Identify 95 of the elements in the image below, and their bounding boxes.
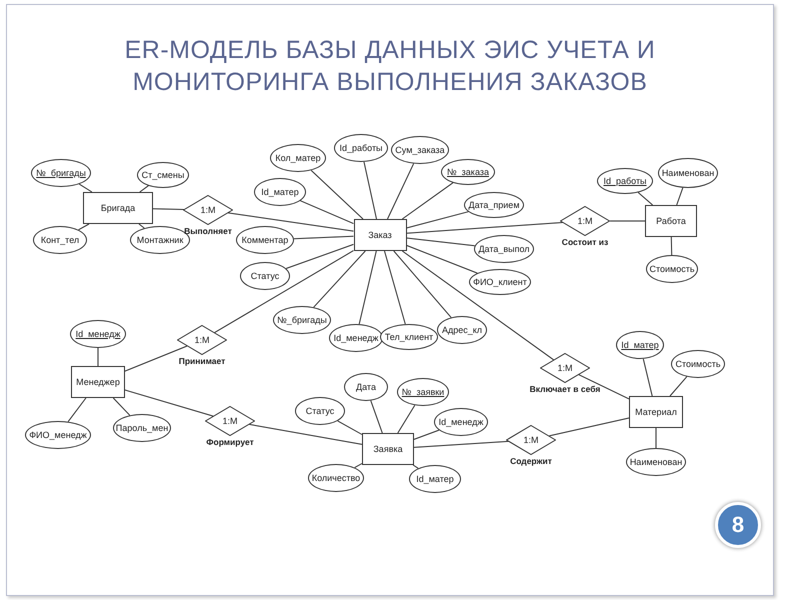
connector-line (670, 236, 672, 256)
connector-line (670, 376, 688, 396)
attribute-ellipse: Дата_прием (464, 192, 524, 218)
connector-line (402, 250, 554, 360)
connector-line (676, 187, 684, 206)
connector-line (214, 250, 354, 334)
connector-line (548, 418, 630, 436)
connector-line (78, 184, 92, 192)
attribute-ellipse: Ст_смены (137, 162, 189, 188)
connector-line (138, 224, 145, 229)
connector-line (384, 250, 406, 325)
cardinality-text: 1:M (523, 435, 538, 445)
attribute-ellipse: ФИО_менедж (25, 421, 91, 449)
attribute-ellipse: №_бригады (31, 159, 91, 187)
connector-line (286, 244, 354, 269)
connector-line (124, 390, 214, 417)
connector-line (387, 163, 414, 220)
cardinality-text: 1:M (222, 416, 238, 426)
connector-line (578, 374, 630, 400)
attribute-ellipse: ФИО_клиент (469, 269, 531, 295)
attribute-ellipse: Id_матер (616, 331, 664, 359)
connector-line (300, 200, 354, 224)
connector-line (402, 182, 454, 220)
connector-line (406, 222, 564, 234)
entity-box: Заказ (354, 219, 406, 251)
attribute-ellipse: Стоимость (671, 350, 725, 378)
relationship-name: Содержит (510, 456, 552, 466)
connector-line (228, 212, 354, 232)
attribute-ellipse: Id_матер (254, 178, 306, 206)
relationship-name: Выполняет (184, 226, 232, 236)
connector-line (638, 192, 654, 206)
attribute-ellipse: Количество (308, 464, 364, 492)
attribute-ellipse: Id_менедж (70, 320, 126, 348)
connector-line (414, 430, 440, 440)
connector-line (642, 358, 653, 396)
connector-line (406, 244, 478, 274)
attribute-ellipse: Адрес_кл (437, 316, 487, 344)
attribute-ellipse: Дата (344, 373, 388, 401)
connector-line (310, 170, 364, 220)
connector-line (412, 464, 419, 469)
connector-line (358, 250, 377, 325)
attribute-ellipse: Id_работы (597, 168, 653, 194)
entity-box: Материал (629, 396, 683, 428)
attribute-ellipse: Статус (295, 397, 345, 425)
connector-line (414, 440, 509, 448)
connector-line (370, 400, 383, 434)
attribute-ellipse: Наименован (658, 158, 718, 188)
slide-title: ER-МОДЕЛЬ БАЗЫ ДАННЫХ ЭИС УЧЕТА И МОНИТОРИНГА ВЫПОЛНЕНИЯ ЗАКАЗОВ (124, 35, 656, 98)
connector-line (406, 238, 476, 246)
connector-line (139, 185, 149, 192)
cardinality-text: 1:M (557, 363, 572, 373)
connector-line (248, 424, 362, 445)
attribute-ellipse: Тел_клиент (380, 324, 438, 350)
relationship-name: Включает в себя (530, 384, 600, 394)
connector-line (68, 398, 86, 422)
attribute-ellipse: Комментар (236, 226, 294, 254)
attribute-ellipse: Статус (240, 262, 290, 290)
attribute-ellipse: Id_матер (409, 465, 461, 493)
connector-line (364, 161, 377, 220)
connector-line (78, 224, 90, 230)
connector-line (397, 404, 416, 434)
connector-line (293, 236, 354, 240)
entity-box: Менеджер (71, 366, 125, 398)
connector-line (112, 398, 130, 416)
attribute-ellipse: №_заказа (441, 159, 495, 185)
connector-line (406, 211, 469, 228)
attribute-ellipse: Id_менедж (434, 408, 488, 436)
attribute-ellipse: Дата_выпол (474, 235, 534, 263)
relationship-name: Принимает (178, 356, 226, 366)
entity-box: Работа (645, 205, 697, 237)
connector-line (337, 420, 362, 435)
attribute-ellipse: Кол_матер (270, 144, 326, 172)
cardinality-text: 1:M (577, 216, 592, 226)
cardinality-text: 1:M (200, 205, 216, 215)
relationship-name: Состоит из (562, 237, 608, 247)
attribute-ellipse: №_бригады (273, 306, 331, 334)
connector-line (393, 250, 452, 318)
attribute-ellipse: Сум_заказа (391, 136, 449, 164)
connector-line (313, 250, 366, 308)
page-number-badge: 8 (715, 502, 761, 548)
attribute-ellipse: Id_работы (334, 134, 388, 162)
attribute-ellipse: Id_менедж (329, 324, 383, 352)
attribute-ellipse: Стоимость (646, 255, 698, 283)
attribute-ellipse: Конт_тел (33, 226, 87, 254)
attribute-ellipse: №_заявки (397, 378, 449, 406)
connector-line (124, 346, 188, 372)
relationship-name: Формирует (206, 437, 254, 447)
attribute-ellipse: Пароль_мен (113, 414, 171, 442)
connector-line (610, 220, 646, 222)
cardinality-text: 1:M (194, 335, 210, 345)
attribute-ellipse: Наименован (626, 448, 686, 476)
entity-box: Бригада (83, 192, 153, 224)
connector-line (152, 208, 184, 210)
connector-line (354, 463, 362, 468)
entity-box: Заявка (362, 433, 414, 465)
